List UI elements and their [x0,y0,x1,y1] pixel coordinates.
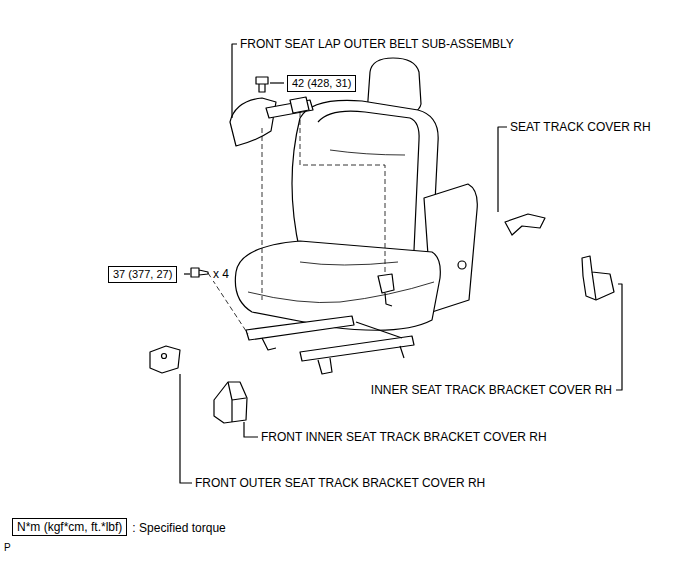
torque-box: 42 (428, 31) [287,75,356,92]
part-name: FRONT INNER SEAT TRACK BRACKET COVER RH [260,430,548,444]
part-name: FRONT OUTER SEAT TRACK BRACKET COVER RH [194,476,486,490]
torque-value: 42 (428, 31) [292,77,351,90]
torque-value: 37 (377, 27) [113,268,172,281]
torque-value: N*m (kgf*cm, ft.*lbf) [17,520,122,534]
quantity-note: x 4 [212,267,230,281]
legend-note: : Specified torque [131,521,226,535]
page-mark: P [3,541,12,555]
torque-box: N*m (kgf*cm, ft.*lbf) [12,518,127,536]
torque-box: 37 (377, 27) [108,266,177,283]
part-name: INNER SEAT TRACK BRACKET COVER RH [370,383,613,397]
part-name: SEAT TRACK COVER RH [509,120,652,134]
part-name: FRONT SEAT LAP OUTER BELT SUB-ASSEMBLY [239,37,515,51]
